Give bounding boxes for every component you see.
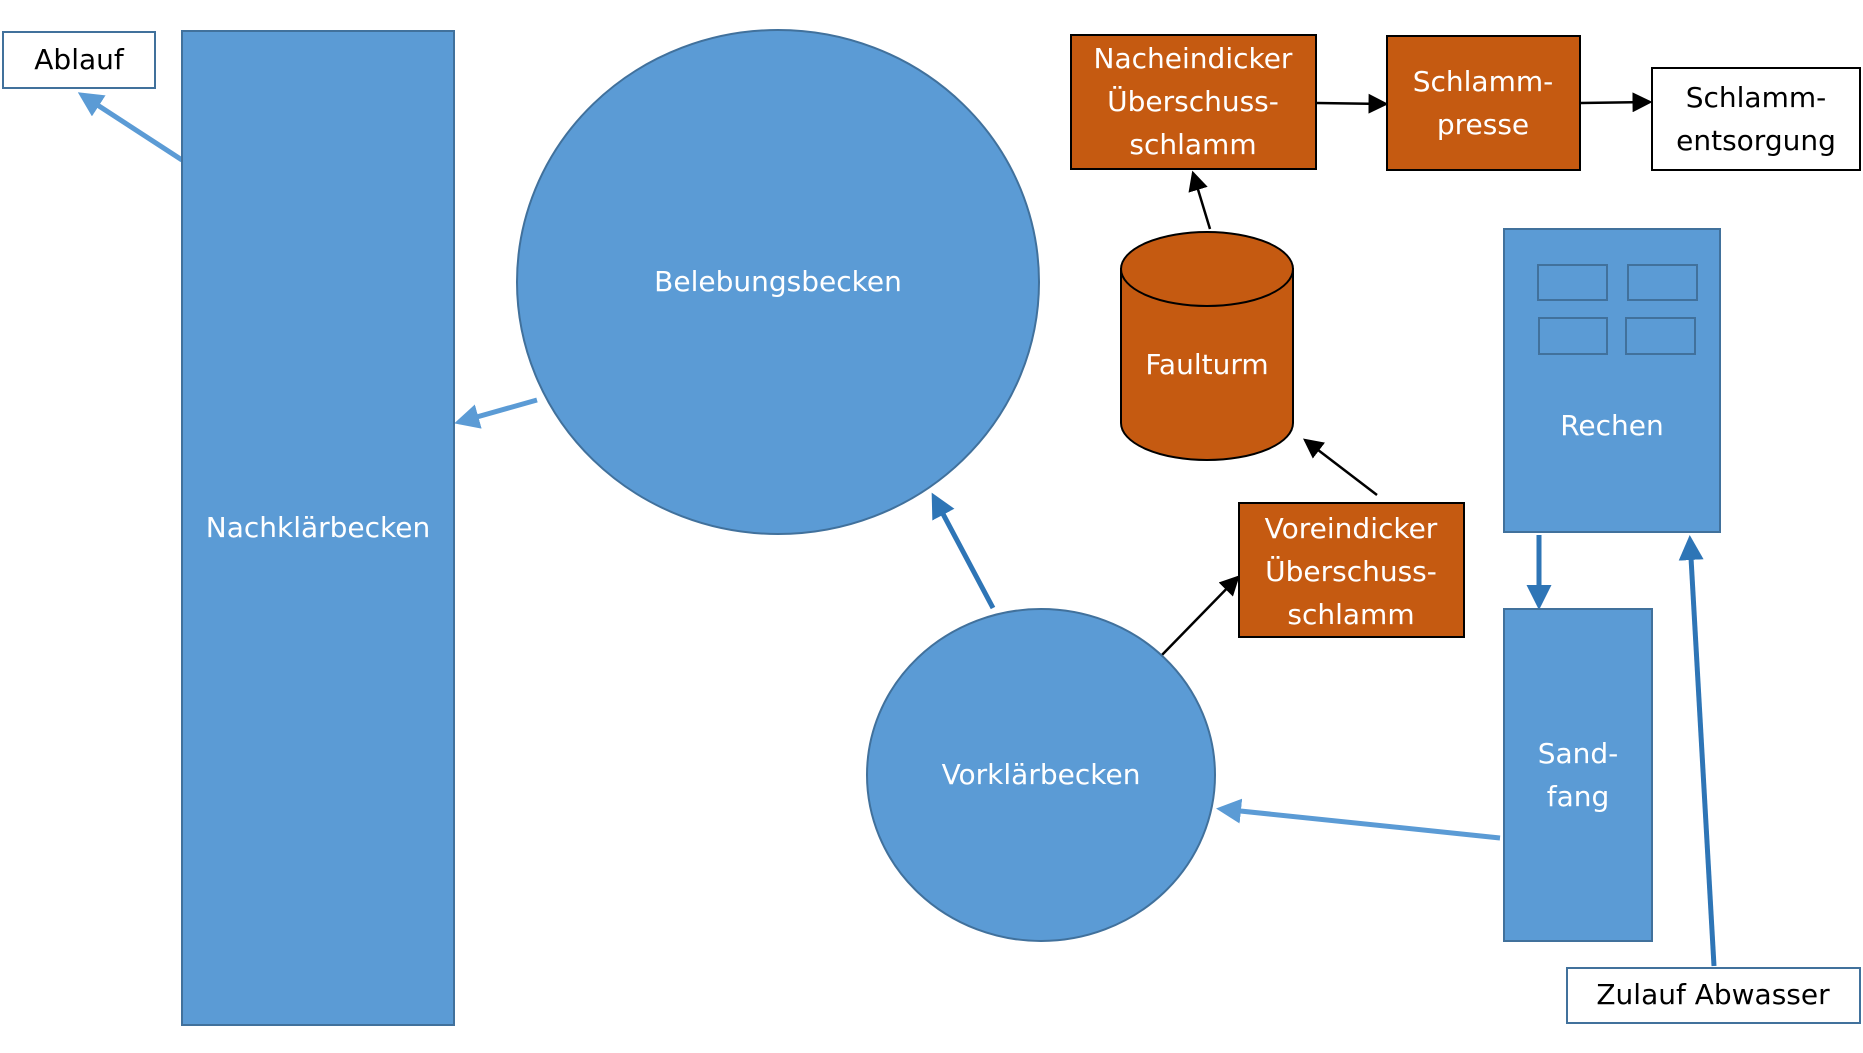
voreindicker-label-line3: schlamm xyxy=(1287,598,1414,631)
node-belebungsbecken: Belebungsbecken xyxy=(516,29,1040,535)
nachklaerbecken-label: Nachklärbecken xyxy=(206,511,431,544)
node-nacheindicker: Nacheindicker Überschuss- schlamm xyxy=(1070,34,1317,170)
schlammentsorgung-label-line1: Schlamm- xyxy=(1686,81,1827,114)
sandfang-label-line2: fang xyxy=(1547,780,1610,813)
arrow-voreindicker-to-faulturm xyxy=(1303,438,1378,496)
ablauf-label: Ablauf xyxy=(34,43,125,76)
node-sandfang: Sand- fang xyxy=(1503,608,1653,942)
arrow-vorklaerbecken-to-voreindicker xyxy=(1159,575,1240,658)
rechen-grid-cell xyxy=(1538,317,1608,355)
arrow-belebungsbecken-to-nachklaerbecken xyxy=(454,397,538,429)
arrow-sandfang-to-vorklaerbecken xyxy=(1216,798,1501,841)
nacheindicker-label-line1: Nacheindicker xyxy=(1094,42,1293,75)
node-schlammpresse: Schlamm- presse xyxy=(1386,35,1581,171)
vorklaerbecken-label: Vorklärbecken xyxy=(942,758,1141,791)
arrow-nachklaerbecken-to-ablauf xyxy=(77,92,184,163)
node-zulauf: Zulauf Abwasser xyxy=(1566,967,1861,1024)
voreindicker-label-line2: Überschuss- xyxy=(1265,554,1437,588)
node-rechen: Rechen xyxy=(1503,228,1721,533)
belebungsbecken-label: Belebungsbecken xyxy=(654,265,902,298)
nacheindicker-label-line2: Überschuss- xyxy=(1107,84,1279,118)
rechen-grid-cell xyxy=(1625,317,1696,355)
faulturm-label: Faulturm xyxy=(1145,348,1268,381)
arrow-vorklaerbecken-to-belebungsbecken xyxy=(931,492,996,610)
arrow-nacheindicker-to-schlammpresse xyxy=(1316,93,1389,114)
node-vorklaerbecken: Vorklärbecken xyxy=(866,608,1216,942)
voreindicker-label-line1: Voreindicker xyxy=(1265,512,1438,545)
node-schlammentsorgung: Schlamm- entsorgung xyxy=(1651,67,1861,171)
rechen-grid-cell xyxy=(1537,264,1608,301)
sandfang-label-line1: Sand- xyxy=(1538,737,1619,770)
zulauf-label: Zulauf Abwasser xyxy=(1596,978,1830,1011)
nacheindicker-label-line3: schlamm xyxy=(1129,128,1256,161)
schlammpresse-label-line2: presse xyxy=(1437,108,1529,141)
arrow-zulauf-to-rechen xyxy=(1678,535,1717,967)
node-faulturm: Faulturm xyxy=(1120,231,1294,461)
node-nachklaerbecken: Nachklärbecken xyxy=(181,30,455,1026)
schlammpresse-label-line1: Schlamm- xyxy=(1413,65,1554,98)
node-voreindicker: Voreindicker Überschuss- schlamm xyxy=(1238,502,1465,638)
schlammentsorgung-label-line2: entsorgung xyxy=(1676,124,1836,157)
rechen-label: Rechen xyxy=(1560,409,1664,442)
arrow-faulturm-to-nacheindicker xyxy=(1188,170,1212,230)
rechen-grid-cell xyxy=(1627,264,1698,301)
arrow-schlammpresse-to-schlammentsorgung xyxy=(1580,92,1653,113)
node-ablauf: Ablauf xyxy=(2,31,156,89)
